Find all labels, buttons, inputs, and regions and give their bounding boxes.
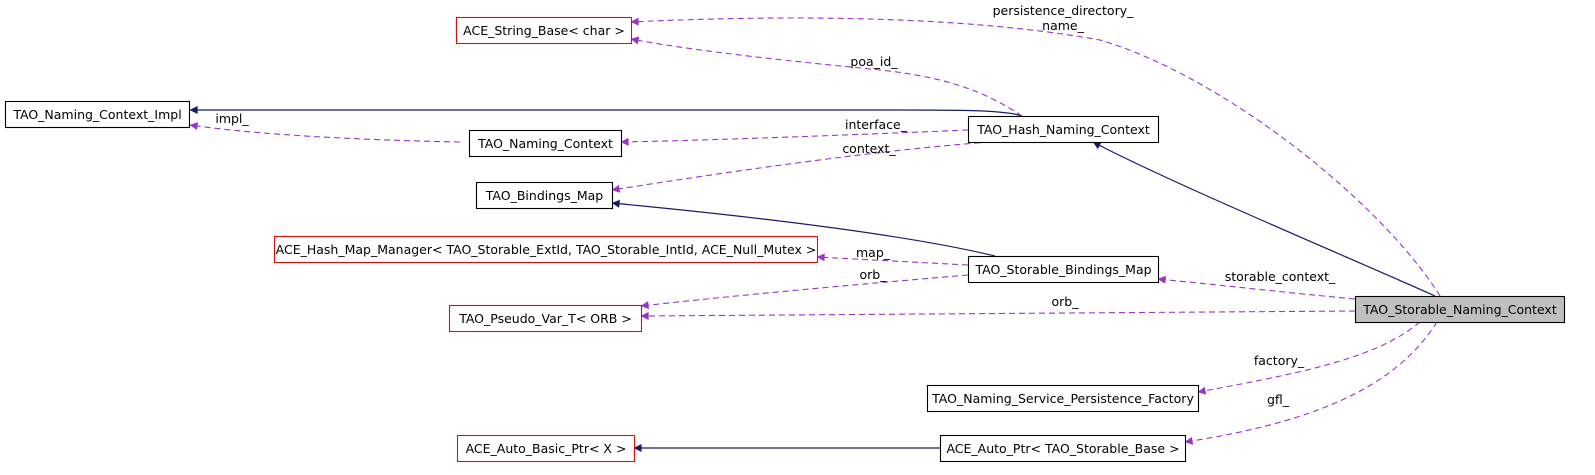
class-node-tao-storable-bindings-map[interactable]: TAO_Storable_Bindings_Map (967, 255, 1160, 284)
usage-edge-tao_storable_naming_context-to-ace_auto_ptr (1184, 321, 1438, 445)
class-name-label: ACE_Auto_Basic_Ptr< X > (466, 441, 627, 456)
inheritance-edge-tao_hash_naming_context-to-tao_naming_context_impl (189, 106, 1023, 117)
class-name-label: TAO_Hash_Naming_Context (976, 122, 1150, 137)
edge-label-e7: impl_ (215, 111, 249, 126)
class-name-label: TAO_Bindings_Map (485, 188, 604, 203)
class-name-label: TAO_Naming_Context (477, 136, 613, 151)
edge-label-e15: gfl_ (1267, 392, 1290, 407)
class-node-ace-string-base[interactable]: ACE_String_Base< char > (455, 16, 633, 45)
edge-label-e8: interface_ (845, 117, 908, 132)
inheritance-edge-tao_storable_bindings_map-to-tao_bindings_map (611, 199, 996, 257)
class-box (4, 100, 191, 129)
edge-label-e13: storable_context_ (1225, 269, 1336, 284)
usage-edge-tao_naming_context-to-tao_naming_context_impl (189, 122, 461, 143)
class-box (455, 16, 633, 45)
edge-label-e6: poa_id_ (850, 54, 898, 69)
usage-edge-tao_storable_naming_context-to-ace_string_base (630, 17, 1441, 297)
class-box (475, 181, 614, 210)
class-name-label: TAO_Pseudo_Var_T< ORB > (458, 311, 632, 326)
class-node-tao-storable-naming-context: TAO_Storable_Naming_Context (1354, 295, 1566, 324)
class-box (448, 304, 643, 333)
edge-label-e10: map_ (856, 245, 891, 260)
usage-edge-tao_hash_naming_context-to-ace_string_base (630, 36, 1023, 117)
edge-label-e5: persistence_directory_name_ (993, 3, 1135, 33)
class-node-ace-hash-map-manager[interactable]: ACE_Hash_Map_Manager< TAO_Storable_ExtId… (273, 235, 819, 264)
class-box (468, 129, 623, 158)
class-node-tao-pseudo-var-t[interactable]: TAO_Pseudo_Var_T< ORB > (448, 304, 643, 333)
class-box (456, 434, 636, 463)
class-node-tao-naming-service-persistence-factory[interactable]: TAO_Naming_Service_Persistence_Factory (926, 384, 1200, 413)
class-box (1354, 295, 1566, 324)
usage-edge-tao_storable_naming_context-to-tao_naming_service_persistence_factory (1197, 321, 1421, 395)
usage-edge-tao_storable_bindings_map-to-tao_pseudo_var_t (640, 274, 969, 310)
class-box (939, 434, 1187, 463)
usage-edge-tao_hash_naming_context-to-tao_bindings_map (611, 141, 991, 193)
class-name-label: TAO_Naming_Context_Impl (12, 107, 181, 122)
edge-label-e11: orb_ (860, 267, 888, 282)
inheritance-edge-tao_storable_naming_context-to-tao_hash_naming_context (1092, 141, 1436, 297)
class-name-label: ACE_Hash_Map_Manager< TAO_Storable_ExtId… (276, 242, 817, 257)
class-node-tao-naming-context[interactable]: TAO_Naming_Context (468, 129, 623, 158)
usage-edge-tao_storable_naming_context-to-tao_pseudo_var_t (640, 310, 1356, 320)
class-node-ace-auto-ptr[interactable]: ACE_Auto_Ptr< TAO_Storable_Base > (939, 434, 1187, 463)
edge-label-e9: context_ (842, 141, 896, 156)
class-box (926, 384, 1200, 413)
class-node-tao-hash-naming-context[interactable]: TAO_Hash_Naming_Context (967, 115, 1160, 144)
class-box (273, 235, 819, 264)
class-node-tao-bindings-map[interactable]: TAO_Bindings_Map (475, 181, 614, 210)
class-box (967, 255, 1160, 284)
class-node-ace-auto-basic-ptr[interactable]: ACE_Auto_Basic_Ptr< X > (456, 434, 636, 463)
edge-label-e14: factory_ (1254, 353, 1305, 368)
class-name-label: TAO_Naming_Service_Persistence_Factory (931, 391, 1194, 406)
class-box (967, 115, 1160, 144)
class-name-label: ACE_Auto_Ptr< TAO_Storable_Base > (946, 441, 1179, 456)
edge-label-e12: orb_ (1052, 294, 1080, 309)
class-name-label: TAO_Storable_Naming_Context (1362, 302, 1557, 317)
usage-edge-tao_storable_naming_context-to-tao_storable_bindings_map (1157, 275, 1356, 300)
class-node-tao-naming-context-impl[interactable]: TAO_Naming_Context_Impl (4, 100, 191, 129)
usage-edge-tao_hash_naming_context-to-tao_naming_context (620, 129, 969, 146)
usage-edge-tao_storable_bindings_map-to-ace_hash_map_manager (816, 253, 969, 266)
class-name-label: ACE_String_Base< char > (463, 23, 625, 38)
class-name-label: TAO_Storable_Bindings_Map (974, 262, 1151, 277)
